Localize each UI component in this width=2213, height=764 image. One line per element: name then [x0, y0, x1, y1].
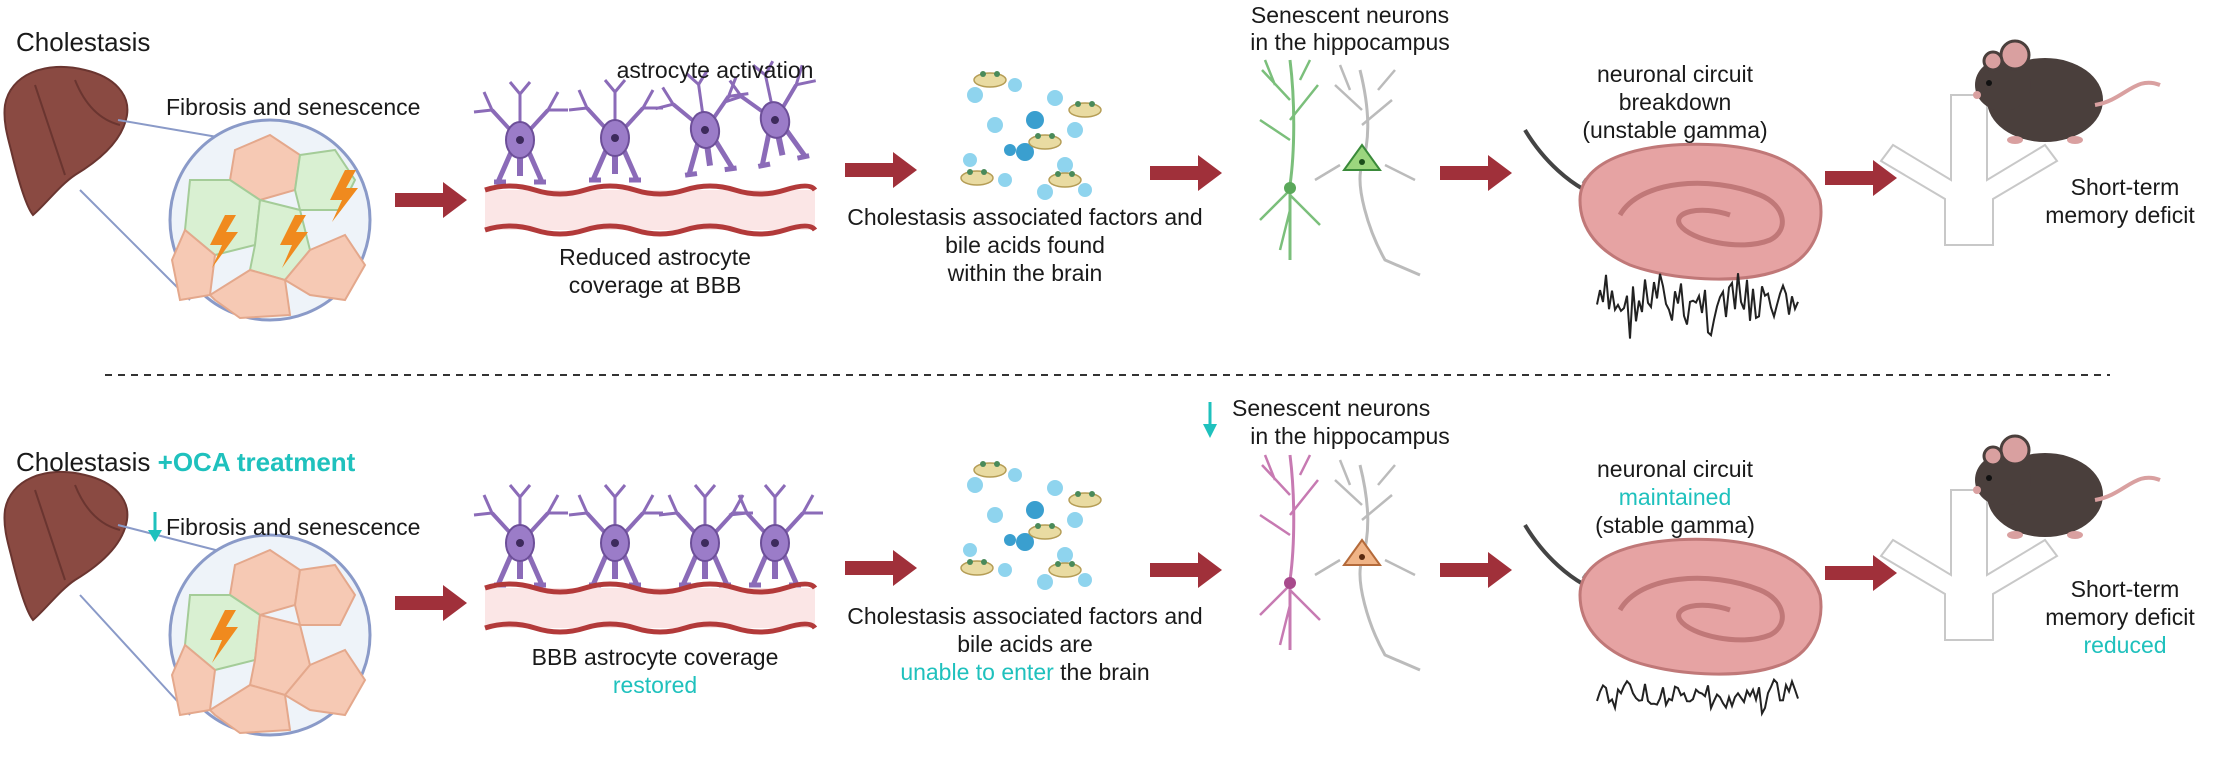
- flow-arrow: [845, 550, 917, 586]
- astrocyte-icon: [569, 485, 663, 585]
- top-memory-label-1: Short-term: [2070, 174, 2180, 200]
- top-cholestasis-label: Cholestasis: [16, 27, 151, 57]
- top-bbb-label-1: Reduced astrocyte: [559, 244, 751, 270]
- lightning-icon: [280, 215, 308, 268]
- flow-arrow: [395, 182, 467, 218]
- bottom-memory-label-2: memory deficit: [2045, 604, 2195, 630]
- bottom-neurons-label-1: Senescent neurons: [1232, 395, 1431, 421]
- bottom-bbb-label-2: restored: [612, 672, 698, 698]
- top-circuit-label-2: breakdown: [1618, 89, 1732, 115]
- top-hippocampus: [1523, 128, 1821, 339]
- top-memory-label-2: memory deficit: [2045, 202, 2195, 228]
- unable-to-enter-text: unable to enter: [900, 659, 1054, 685]
- oca-treatment-label: +OCA treatment: [157, 447, 356, 477]
- top-circuit-label-3: (unstable gamma): [1582, 117, 1768, 143]
- lightning-icon: [210, 215, 238, 268]
- bottom-memory-label-3: reduced: [2083, 632, 2167, 658]
- the-brain-text: the brain: [1053, 659, 1150, 685]
- hippocampus-icon: [1580, 539, 1821, 674]
- mouse-icon: [1971, 434, 2162, 541]
- top-bbb-label-2: coverage at BBB: [568, 272, 742, 298]
- bottom-liver: [3, 470, 372, 737]
- flow-arrow: [1825, 160, 1897, 196]
- bottom-fibrosis-label: Fibrosis and senescence: [166, 514, 421, 540]
- bottom-circuit-label-1: neuronal circuit: [1597, 456, 1753, 482]
- bottom-circuit-label-2: maintained: [1618, 484, 1732, 510]
- mouse-icon: [1971, 39, 2162, 146]
- top-liver: [3, 65, 372, 322]
- astrocyte-icon: [569, 80, 663, 180]
- flow-arrow: [1440, 552, 1512, 588]
- top-neurons: [1259, 59, 1421, 277]
- bottom-cholestasis-text: Cholestasis: [16, 447, 151, 477]
- top-fibrosis-label: Fibrosis and senescence: [166, 94, 421, 120]
- top-neurons-label-2: in the hippocampus: [1250, 29, 1450, 55]
- liver-icon: [3, 65, 129, 216]
- bottom-hippocampus: [1523, 523, 1821, 717]
- bottom-circuit-label-3: (stable gamma): [1595, 512, 1755, 538]
- bottom-neurons: [1203, 402, 1421, 672]
- gamma-wave-icon: [1596, 273, 1799, 339]
- astrocyte-icon: [659, 485, 753, 585]
- hippocampus-icon: [1580, 144, 1821, 279]
- liver-icon: [3, 470, 129, 621]
- top-factors-label-1: Cholestasis associated factors and: [847, 204, 1203, 230]
- bottom-neurons-label-2: in the hippocampus: [1250, 423, 1450, 449]
- astrocyte-icon: [729, 485, 823, 585]
- top-factors-label-2: bile acids found: [945, 232, 1105, 258]
- flow-arrow: [1150, 155, 1222, 191]
- bottom-bbb: [474, 485, 823, 635]
- lightning-icon: [210, 610, 238, 663]
- blood-vessel-icon: [485, 190, 815, 230]
- bile-acid-particles-icon: [960, 70, 1102, 201]
- neuron-icon: [1288, 454, 1296, 650]
- lightning-icon: [330, 170, 358, 222]
- top-factors-label-3: within the brain: [947, 260, 1103, 286]
- flow-arrow: [395, 585, 467, 621]
- bottom-factors-label-1: Cholestasis associated factors and: [847, 603, 1203, 629]
- top-astrocyte-activation-label: astrocyte activation: [616, 57, 814, 83]
- gamma-wave-icon: [1596, 677, 1799, 717]
- flow-arrow: [1825, 555, 1897, 591]
- flow-arrow: [1440, 155, 1512, 191]
- bottom-cholestasis-label: Cholestasis +OCA treatment: [16, 448, 355, 476]
- astrocyte-icon: [474, 82, 568, 182]
- flow-arrow: [845, 152, 917, 188]
- top-circuit-label-1: neuronal circuit: [1597, 61, 1753, 87]
- bottom-factors-label-3: unable to enter the brain: [825, 658, 1225, 686]
- astrocyte-icon: [474, 485, 568, 585]
- bottom-memory-label-1: Short-term: [2070, 576, 2180, 602]
- blood-vessel-icon: [485, 588, 815, 628]
- bottom-bbb-label-1: BBB astrocyte coverage: [531, 644, 779, 670]
- top-neurons-label-1: Senescent neurons: [1250, 2, 1450, 28]
- bile-acid-particles-icon: [960, 460, 1102, 591]
- top-bbb: [474, 53, 831, 237]
- bottom-factors-label-2: bile acids are: [957, 631, 1093, 657]
- flow-arrow: [1150, 552, 1222, 588]
- neuron-icon: [1288, 59, 1296, 260]
